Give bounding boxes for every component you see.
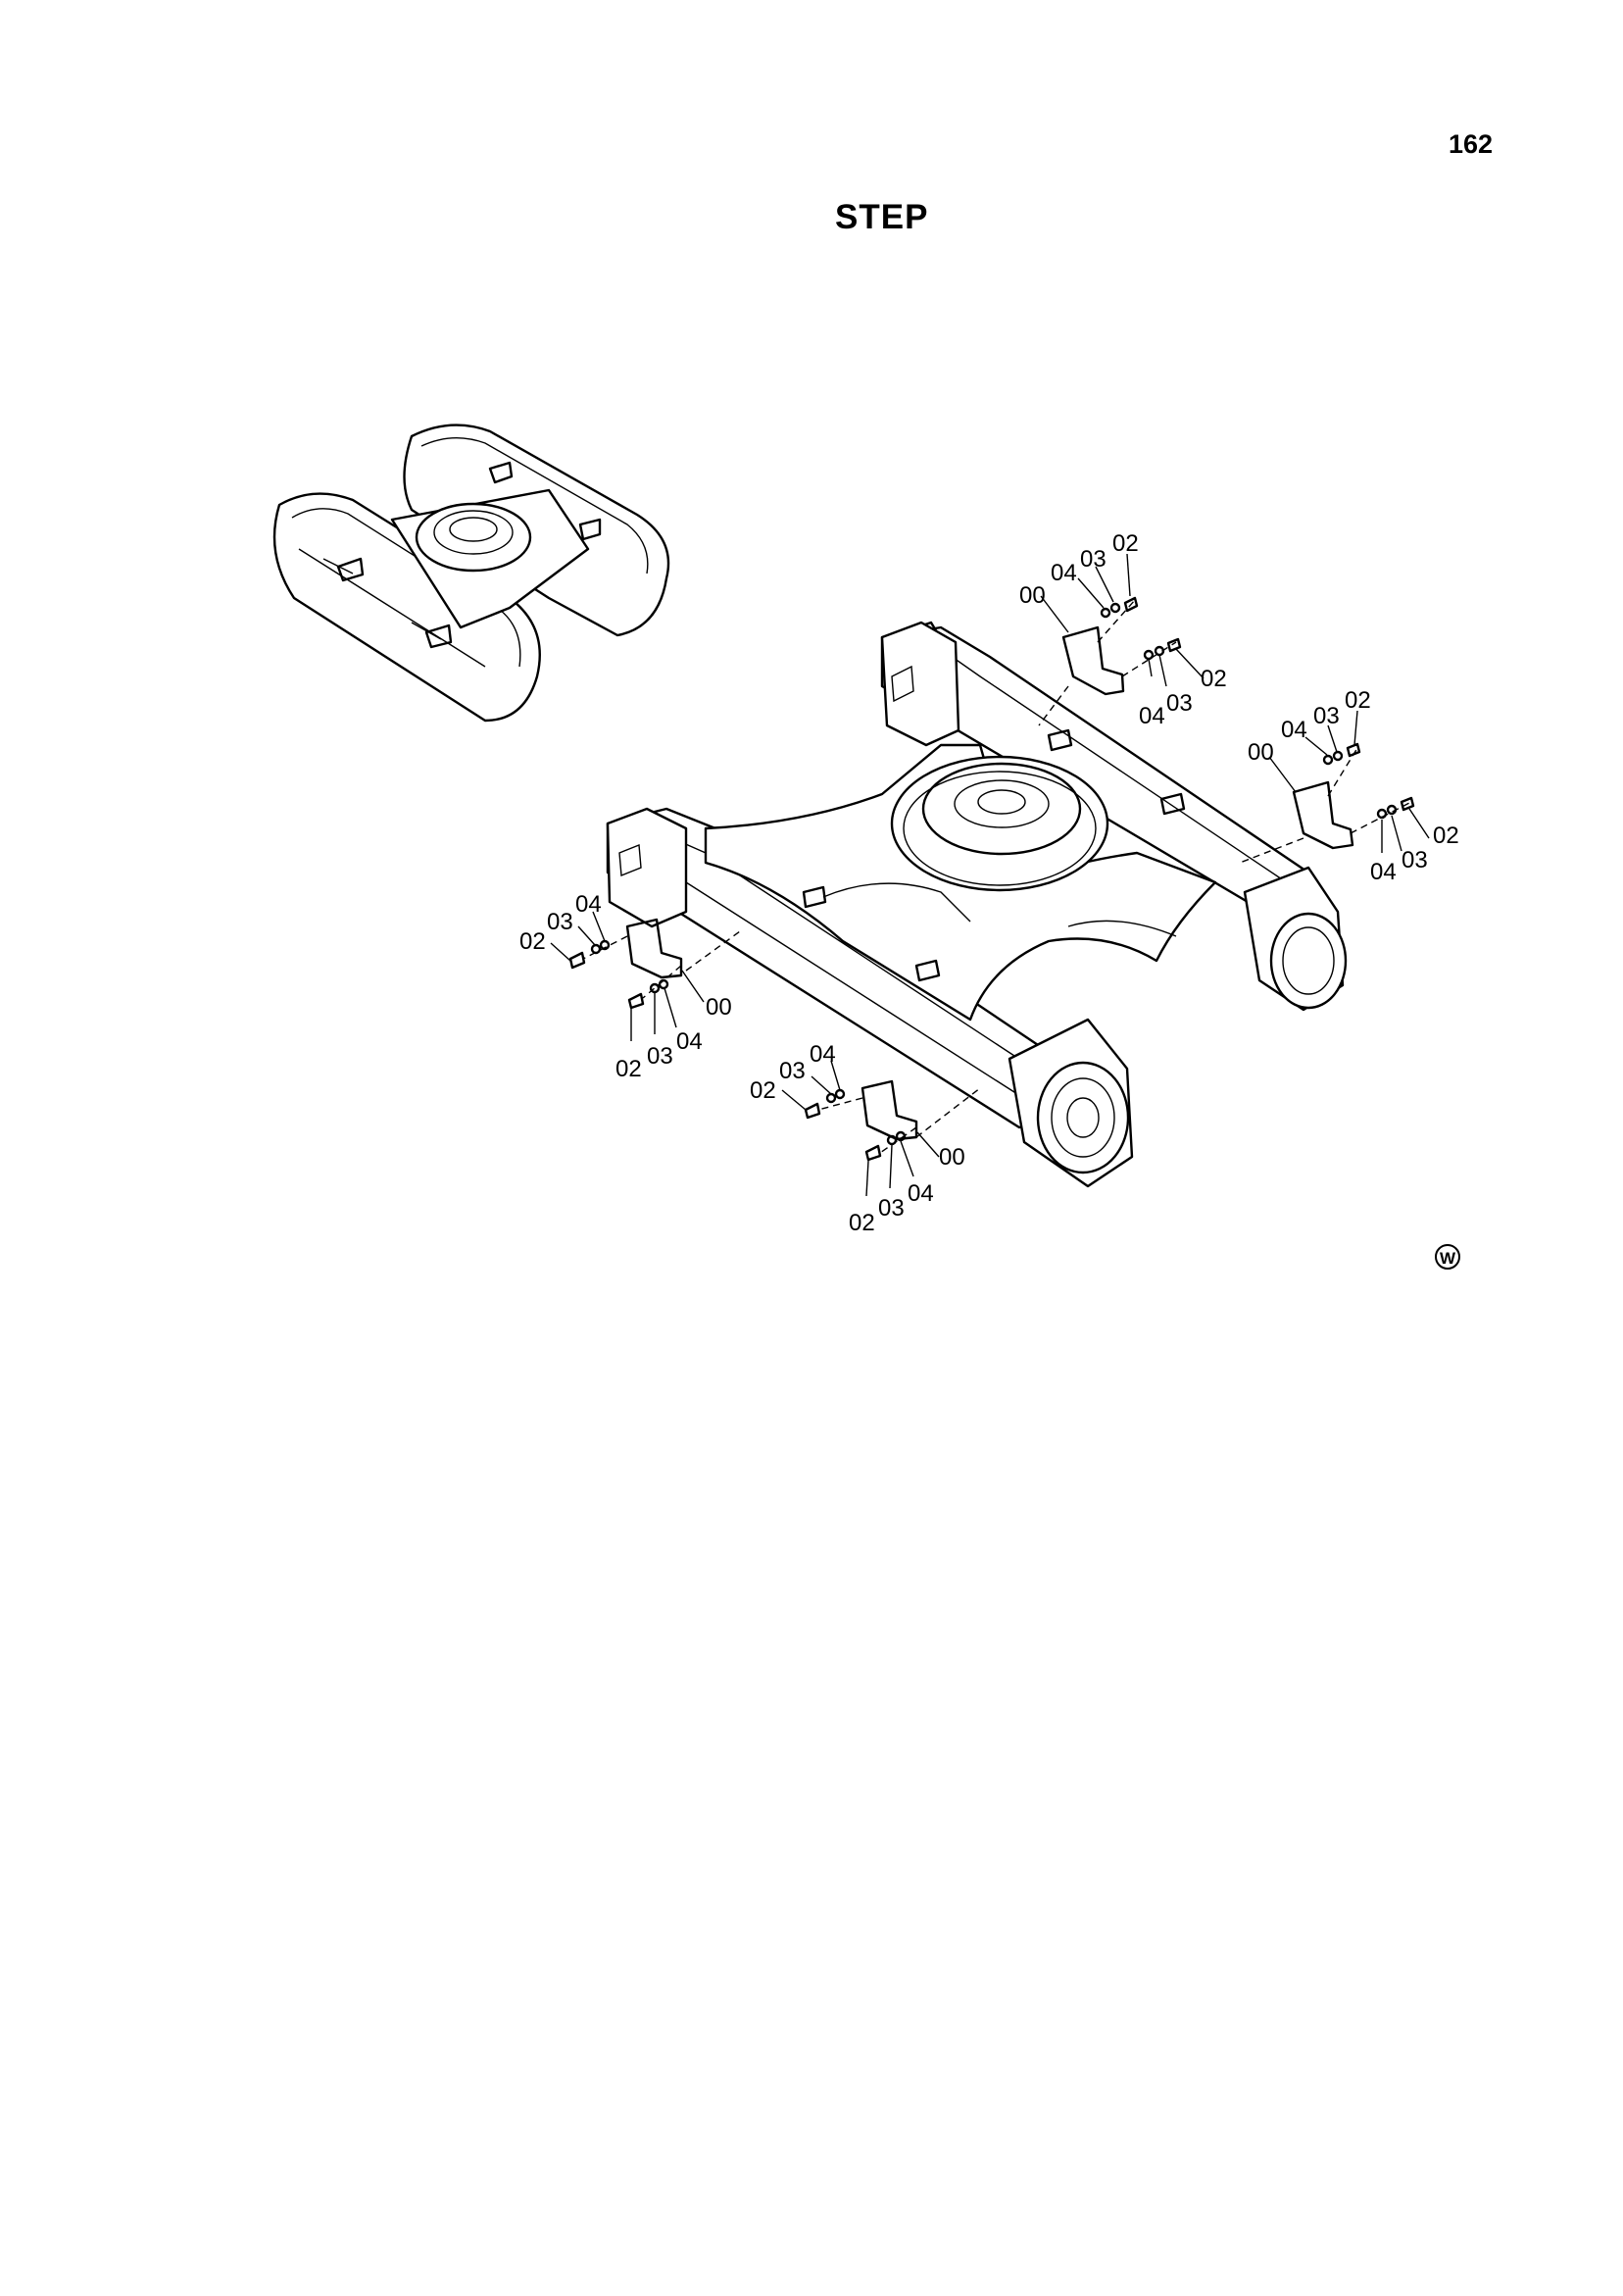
callout-label: 00 [706,994,732,1021]
callout-label: 03 [1166,690,1193,717]
overview-undercarriage [272,424,670,723]
callout-label: 02 [1345,687,1371,714]
main-track-frame [606,621,1348,1188]
callout-label: 02 [519,928,546,955]
callout-label: 00 [939,1144,965,1171]
callout-label: 03 [1313,703,1340,729]
callout-label: 02 [750,1077,776,1104]
page-title: STEP [835,198,929,236]
callout-label: 03 [878,1195,905,1222]
callout-label: 02 [1201,666,1227,692]
callout-label: 02 [1433,823,1459,849]
callout-label: 00 [1019,582,1046,609]
callout-label: 02 [615,1056,642,1082]
step-brackets [625,625,1354,1141]
leader-lines [550,553,1430,1197]
callout-label: 04 [810,1041,836,1068]
callout-label: 04 [1370,859,1397,885]
page-number: 162 [1449,129,1494,159]
callout-label: 04 [1051,560,1077,586]
callout-label: 03 [647,1043,673,1070]
callout-label: 04 [908,1180,934,1207]
callout-label: 04 [1139,703,1165,729]
callout-label: 02 [1112,530,1139,557]
callout-labels: 00 04 03 02 04 03 02 00 04 03 02 04 03 0… [519,530,1459,1236]
callout-label: 04 [1281,717,1307,743]
callout-label: 04 [676,1028,703,1055]
callout-label: 03 [1080,546,1107,573]
callout-label: 04 [575,891,602,918]
circled-w-mark: W [1435,1244,1460,1270]
callout-label: 03 [1402,847,1428,873]
callout-label: 03 [779,1058,806,1084]
callout-label: 03 [547,909,573,935]
mark-letter: W [1440,1249,1456,1268]
callout-label: 02 [849,1210,875,1236]
assembly-lines [582,599,1412,1154]
callout-label: 00 [1248,739,1274,766]
